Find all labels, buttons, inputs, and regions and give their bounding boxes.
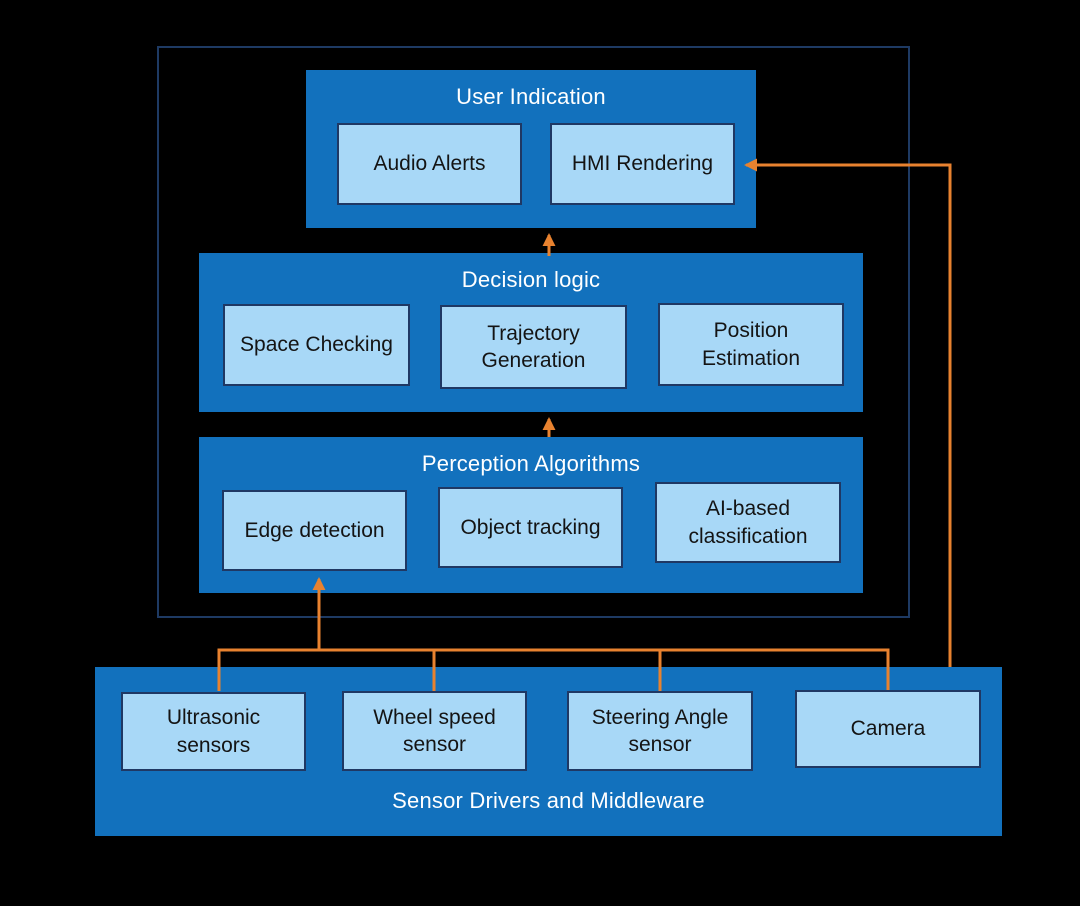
node-trajectory-generation-label: Trajectory Generation xyxy=(481,321,586,372)
layer-decision-logic: Decision logic Space Checking Trajectory… xyxy=(199,253,863,412)
layer-sensor-drivers: Ultrasonic sensors Wheel speed sensor St… xyxy=(95,667,1002,836)
node-position-estimation: Position Estimation xyxy=(658,303,844,386)
node-hmi-rendering: HMI Rendering xyxy=(550,123,735,205)
layer-perception-algorithms: Perception Algorithms Edge detection Obj… xyxy=(199,437,863,593)
node-position-estimation-label: Position Estimation xyxy=(701,319,801,370)
node-ai-classification: AI-based classification xyxy=(655,482,841,563)
node-ultrasonic-sensors-label: Ultrasonic sensors xyxy=(166,706,261,757)
layer-title-perception-algorithms: Perception Algorithms xyxy=(421,451,641,476)
node-trajectory-generation: Trajectory Generation xyxy=(440,305,627,389)
node-object-tracking: Object tracking xyxy=(438,487,623,568)
node-wheel-speed-sensor-label: Wheel speed sensor xyxy=(373,705,496,756)
node-object-tracking-label: Object tracking xyxy=(460,515,601,539)
layer-user-indication: User Indication Audio Alerts HMI Renderi… xyxy=(306,70,756,228)
layer-title-sensor-drivers: Sensor Drivers and Middleware xyxy=(392,788,705,813)
node-steering-angle-sensor: Steering Angle sensor xyxy=(567,691,753,771)
node-camera: Camera xyxy=(795,690,981,768)
node-wheel-speed-sensor: Wheel speed sensor xyxy=(342,691,527,771)
layer-title-decision-logic: Decision logic xyxy=(461,267,601,292)
node-camera-label: Camera xyxy=(850,717,926,741)
node-ai-classification-label: AI-based classification xyxy=(688,497,808,548)
layer-title-user-indication: User Indication xyxy=(456,84,606,109)
node-edge-detection-label: Edge detection xyxy=(244,518,385,542)
node-space-checking-label: Space Checking xyxy=(240,333,393,357)
node-ultrasonic-sensors: Ultrasonic sensors xyxy=(121,692,306,771)
node-space-checking: Space Checking xyxy=(223,304,410,386)
node-hmi-rendering-label: HMI Rendering xyxy=(571,152,714,176)
node-edge-detection: Edge detection xyxy=(222,490,407,571)
node-audio-alerts-label: Audio Alerts xyxy=(373,152,486,176)
node-audio-alerts: Audio Alerts xyxy=(337,123,522,205)
node-steering-angle-sensor-label: Steering Angle sensor xyxy=(591,705,729,756)
